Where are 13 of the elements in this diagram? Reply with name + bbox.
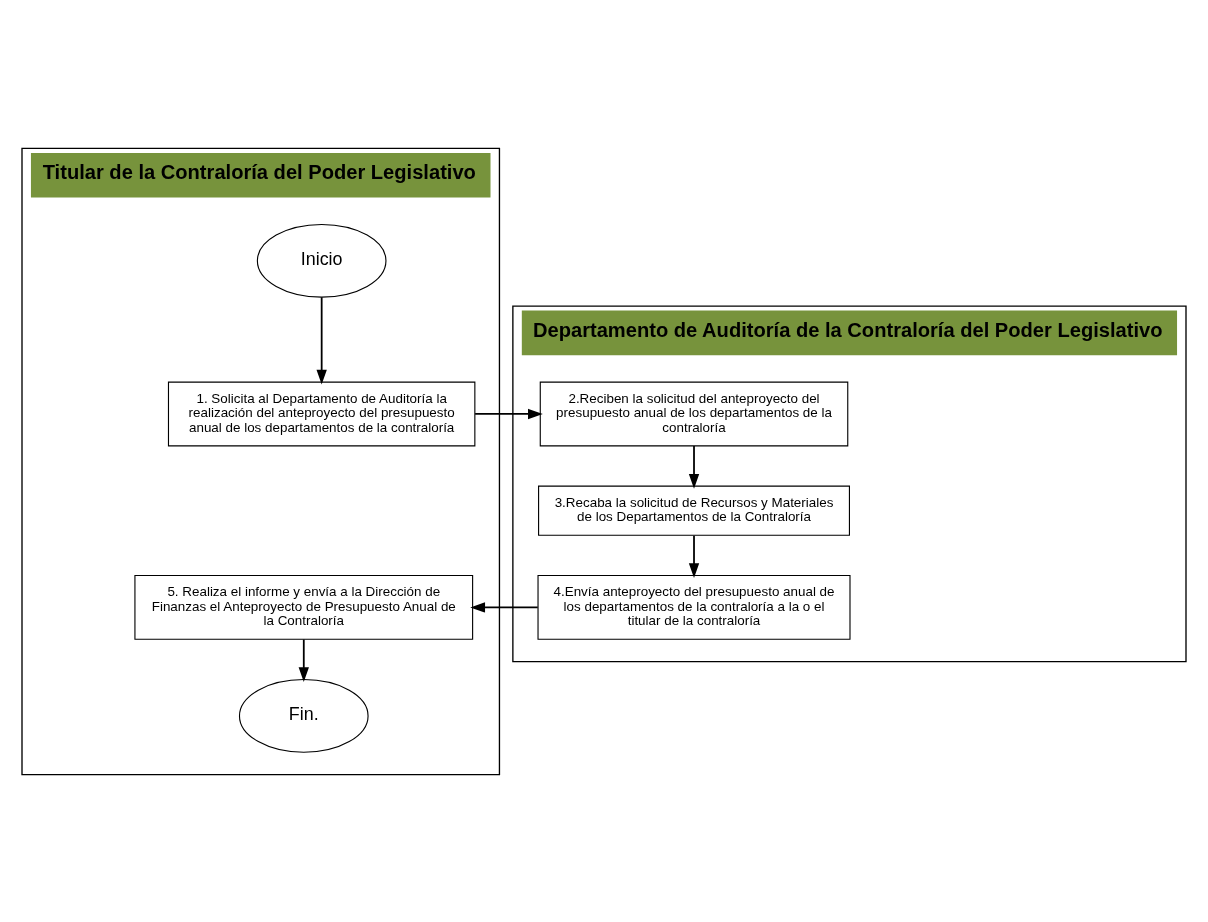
arrow	[316, 295, 327, 384]
node-box: 5. Realiza el informe y envía a la Dirección de Finanzas el Anteproyecto de Presupuesto Anual de la Contraloría	[134, 574, 474, 640]
node-ellipse: Inicio	[256, 223, 387, 298]
arrow	[688, 444, 700, 489]
arrow	[474, 408, 543, 419]
node-ellipse: Fin.	[238, 678, 369, 753]
node-box: 4.Envía anteproyecto del presupuesto anual de los departamentos de la contraloría a la o el titular de la contraloría	[537, 574, 851, 640]
node-box: 2.Reciben la solicitud del anteproyecto del presupuesto anual de los departamentos de la contraloría	[539, 381, 849, 446]
arrow	[298, 638, 309, 682]
node-box: 1. Solicita al Departamento de Auditoría la realización del anteproyecto del presupuesto anual de los departamentos de la contraloría	[167, 381, 476, 446]
arrow	[688, 534, 700, 578]
arrow	[470, 601, 539, 613]
node-box: 3.Recaba la solicitud de Recursos y Materiales de los Departamentos de la Contraloría	[538, 485, 850, 536]
